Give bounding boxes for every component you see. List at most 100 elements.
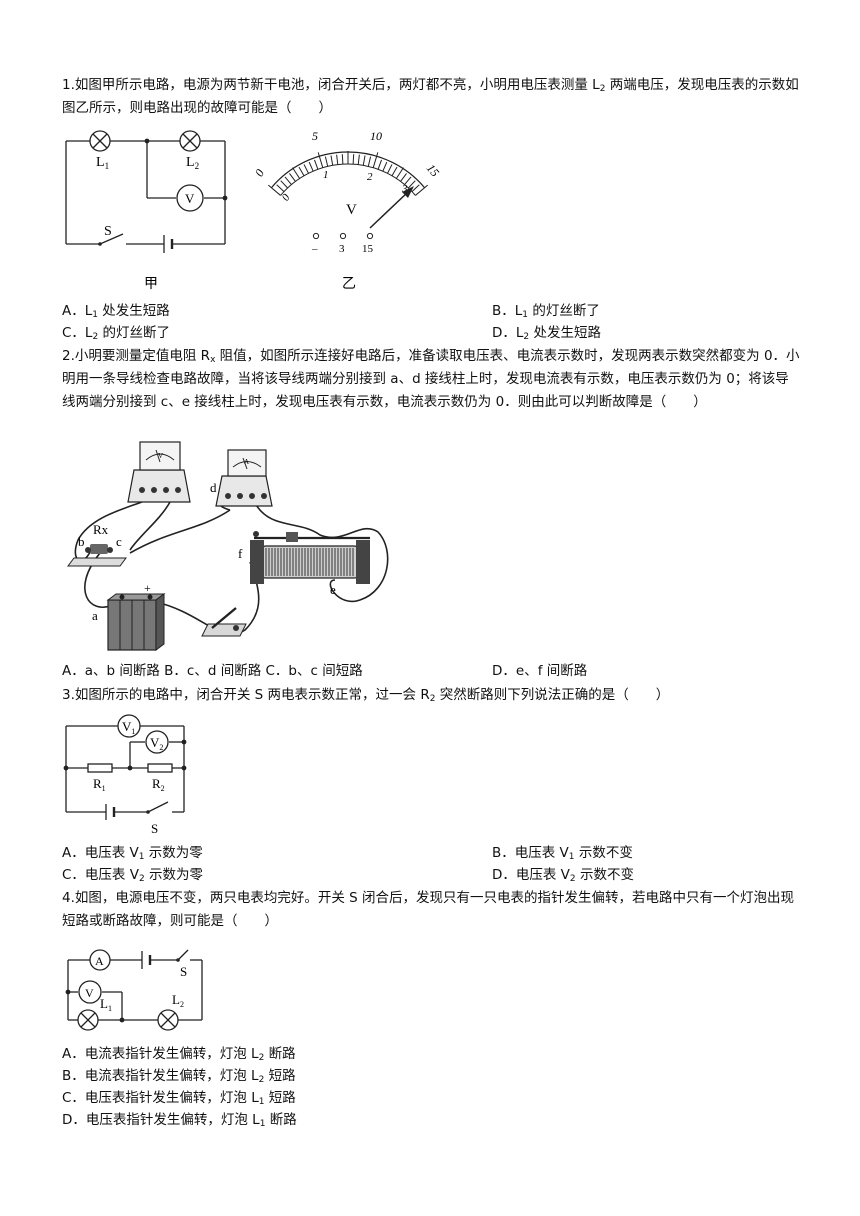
meter-scale-tick bbox=[367, 156, 372, 167]
meter-bottom-tick-0: 0 bbox=[280, 191, 293, 203]
q3-option-a[interactable]: A．电压表 V1 示数为零 bbox=[62, 845, 203, 862]
voltmeter-symbol: V bbox=[85, 986, 94, 1000]
meter-scale-tick bbox=[276, 184, 285, 192]
meter-scale-tick bbox=[362, 155, 366, 166]
meter-scale-tick bbox=[292, 167, 301, 179]
meter-scale-tick bbox=[411, 184, 420, 192]
l2-label: L2 bbox=[172, 992, 184, 1009]
terminal-f-label: f bbox=[238, 546, 243, 561]
meter-scale-tick bbox=[404, 176, 412, 185]
question-1-stem: 1.如图甲所示电路，电源为两节新干电池，闭合开关后，两灯都不亮，小明用电压表测量… bbox=[62, 77, 799, 116]
q1-option-b[interactable]: B．L1 的灯丝断了 bbox=[492, 303, 600, 320]
meter-scale-tick bbox=[303, 164, 309, 174]
l1-label: L1 bbox=[100, 996, 112, 1013]
q3-option-c[interactable]: C．电压表 V2 示数为零 bbox=[62, 867, 203, 884]
figure-jia-caption: 甲 bbox=[144, 277, 158, 292]
terminal-15 bbox=[366, 232, 374, 240]
battery-pack bbox=[106, 593, 166, 651]
q1-option-c[interactable]: C．L2 的灯丝断了 bbox=[62, 325, 170, 342]
terminal-negative-label: – bbox=[311, 243, 318, 255]
meter-scale-tick bbox=[308, 161, 314, 172]
terminal-3-label: 3 bbox=[339, 243, 345, 255]
meter-scale-tick bbox=[330, 155, 334, 166]
meter-unit-label: V bbox=[346, 202, 357, 218]
terminal-a-label: a bbox=[92, 608, 98, 623]
sliding-rheostat bbox=[250, 531, 370, 584]
meter-scale-tick bbox=[415, 184, 428, 196]
meter-scale-tick bbox=[314, 159, 319, 170]
meter-scale-tick bbox=[284, 176, 292, 185]
meter-top-tick-0: 0 bbox=[252, 167, 267, 179]
meter-scale-tick bbox=[372, 152, 379, 168]
terminal-3 bbox=[339, 232, 347, 240]
terminal-d-label: d bbox=[210, 480, 217, 495]
l2-label: L2 bbox=[186, 155, 199, 171]
terminal-15-label: 15 bbox=[362, 243, 374, 255]
meter-scale-tick bbox=[377, 159, 382, 170]
switch-label: S bbox=[104, 224, 112, 239]
meter-top-tick-10: 10 bbox=[370, 129, 382, 143]
ammeter-symbol: A bbox=[95, 954, 104, 968]
ammeter-face-letter: A bbox=[244, 458, 249, 466]
q4-option-b[interactable]: B．电流表指针发生偏转，灯泡 L2 短路 bbox=[62, 1068, 296, 1085]
meter-scale-tick bbox=[336, 154, 339, 165]
meter-scale-tick bbox=[324, 156, 329, 167]
terminal-negative bbox=[312, 232, 320, 240]
meter-scale-tick bbox=[395, 167, 404, 179]
voltmeter-symbol: V bbox=[185, 191, 195, 206]
battery-plus-label: + bbox=[144, 581, 151, 595]
meter-scale-tick bbox=[289, 173, 296, 182]
meter-scale-tick bbox=[391, 166, 398, 177]
meter-bottom-tick-1: 1 bbox=[323, 169, 329, 181]
q3-option-b[interactable]: B．电压表 V1 示数不变 bbox=[492, 845, 633, 862]
switch-s-label: S bbox=[151, 821, 158, 836]
rx-label: Rx bbox=[93, 522, 109, 537]
meter-top-tick-15: 15 bbox=[424, 161, 442, 179]
meter-scale-tick bbox=[268, 184, 281, 196]
resistor-rx bbox=[67, 544, 127, 567]
q2-options-abc[interactable]: A．a、b 间断路 B．c、d 间断路 C．b、c 间短路 bbox=[62, 663, 363, 679]
meter-bottom-tick-2: 2 bbox=[367, 171, 373, 183]
switch-s-label: S bbox=[180, 964, 187, 979]
q2-option-d[interactable]: D．e、f 间断路 bbox=[492, 663, 588, 679]
meter-needle bbox=[369, 191, 409, 229]
figure-yi-caption: 乙 bbox=[342, 276, 356, 292]
meter-scale-tick bbox=[317, 152, 324, 168]
terminal-e-label: e bbox=[330, 582, 336, 597]
voltmeter-device: V bbox=[127, 441, 191, 503]
meter-scale-tick bbox=[400, 173, 407, 182]
terminal-b-label: b bbox=[78, 534, 85, 549]
question-4-stem: 4.如图，电源电压不变，两只电表均完好。开关 S 闭合后，发现只有一只电表的指针… bbox=[62, 890, 795, 929]
q4-option-d[interactable]: D．电压表指针发生偏转，灯泡 L1 断路 bbox=[62, 1112, 297, 1129]
q1-option-a[interactable]: A．L1 处发生短路 bbox=[62, 303, 170, 320]
meter-bottom-tick-3: 3 bbox=[401, 183, 408, 195]
question-3-stem: 3.如图所示的电路中，闭合开关 S 两电表示数正常，过一会 R2 突然断路则下列… bbox=[62, 687, 670, 704]
figure-2-apparatus: V A d Rx b c bbox=[67, 441, 389, 651]
meter-scale-tick bbox=[408, 180, 416, 189]
knife-switch bbox=[201, 607, 247, 637]
r1-label: R1 bbox=[93, 776, 106, 793]
q4-option-a[interactable]: A．电流表指针发生偏转，灯泡 L2 断路 bbox=[62, 1046, 296, 1063]
voltmeter-face-letter: V bbox=[158, 452, 163, 460]
figure-4-circuit: A S V L1 L2 bbox=[65, 949, 203, 1031]
meter-top-tick-5: 5 bbox=[312, 129, 318, 143]
meter-scale-tick bbox=[298, 166, 305, 177]
meter-needle-tip bbox=[402, 186, 414, 198]
ammeter-device: A bbox=[215, 449, 273, 507]
q3-option-d[interactable]: D．电压表 V2 示数不变 bbox=[492, 867, 634, 884]
figure-1-circuit-jia: L1 L2 V S 甲 bbox=[65, 130, 228, 292]
meter-scale-tick bbox=[280, 180, 288, 189]
q1-option-d[interactable]: D．L2 处发生短路 bbox=[492, 325, 601, 342]
v1-symbol: V1 bbox=[122, 719, 135, 736]
meter-scale-tick bbox=[382, 161, 388, 172]
v2-symbol: V2 bbox=[150, 735, 163, 752]
figure-3-circuit: V1 V2 R1 R2 S bbox=[63, 714, 187, 836]
meter-scale-tick bbox=[341, 154, 344, 165]
meter-scale-tick bbox=[357, 154, 360, 165]
r2-label: R2 bbox=[152, 776, 165, 793]
figure-1-voltmeter-yi: 5 10 15 0 0 1 2 3 V – 3 15 乙 bbox=[252, 129, 442, 292]
meter-scale-tick bbox=[352, 154, 355, 165]
q4-option-c[interactable]: C．电压表指针发生偏转，灯泡 L1 短路 bbox=[62, 1090, 296, 1107]
question-2-stem: 2.小明要测量定值电阻 Rx 阻值，如图所示连接好电路后，准备读取电压表、电流表… bbox=[62, 348, 800, 410]
